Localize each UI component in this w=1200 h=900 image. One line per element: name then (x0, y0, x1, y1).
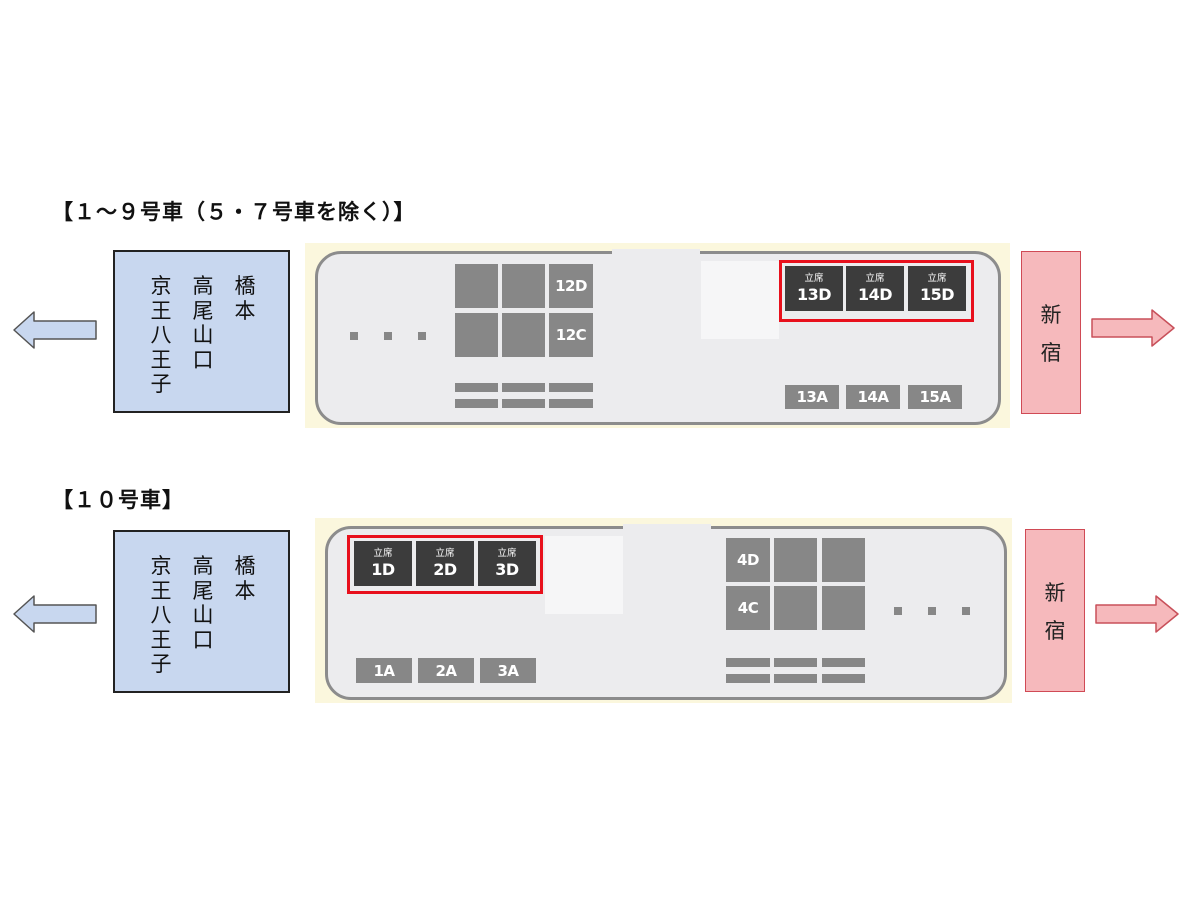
destination-box-shinjuku: 新宿 (1021, 251, 1081, 414)
seat-4c: 4C (726, 586, 770, 630)
seat-bar (549, 383, 593, 392)
seat-block (455, 313, 498, 357)
right-arrow-icon (1095, 595, 1179, 633)
seat-block (455, 264, 498, 308)
seat-12c: 12C (549, 313, 593, 357)
seat-bar (822, 674, 865, 683)
seat-14a: 14A (846, 385, 900, 409)
standing-seats-highlight (779, 260, 974, 322)
seat-block (774, 586, 817, 630)
destination-takaosanguchi: 高尾山口 (192, 274, 214, 372)
seat-2a: 2A (418, 658, 474, 683)
destination-box-hachioji: 京王八王子 高尾山口 橋本 (113, 250, 290, 413)
seat-bar (822, 658, 865, 667)
seat-bar (502, 383, 545, 392)
destination-hashimoto: 橋本 (234, 274, 256, 323)
heading-car-10: 【１０号車】 (52, 488, 184, 512)
destination-box-shinjuku: 新宿 (1025, 529, 1085, 692)
destination-keio-hachioji: 京王八王子 (150, 274, 172, 397)
car-door-gap (623, 524, 711, 534)
ellipsis-dot (418, 332, 426, 340)
car-door-gap (612, 249, 700, 259)
seat-bar (502, 399, 545, 408)
destination-shinjuku: 新宿 (1044, 581, 1066, 643)
ellipsis-dot (350, 332, 358, 340)
left-arrow-icon (13, 595, 97, 633)
ellipsis-dot (928, 607, 936, 615)
seat-bar (455, 383, 498, 392)
seat-3a: 3A (480, 658, 536, 683)
destination-takaosanguchi: 高尾山口 (192, 554, 214, 652)
seat-bar (774, 674, 817, 683)
seat-bar (726, 658, 770, 667)
right-arrow-icon (1091, 309, 1175, 347)
seat-12d: 12D (549, 264, 593, 308)
seat-block (822, 586, 865, 630)
seat-1a: 1A (356, 658, 412, 683)
door-area (701, 261, 779, 339)
ellipsis-dot (962, 607, 970, 615)
seat-block (774, 538, 817, 582)
seat-block (822, 538, 865, 582)
destination-shinjuku: 新宿 (1040, 303, 1062, 365)
seat-13a: 13A (785, 385, 839, 409)
destination-keio-hachioji: 京王八王子 (150, 554, 172, 677)
seat-block (502, 264, 545, 308)
seat-block (502, 313, 545, 357)
seat-15a: 15A (908, 385, 962, 409)
seat-bar (455, 399, 498, 408)
left-arrow-icon (13, 311, 97, 349)
standing-seats-highlight (347, 535, 543, 594)
seat-bar (549, 399, 593, 408)
seat-bar (774, 658, 817, 667)
heading-cars-1-9: 【１～９号車（５・７号車を除く）】 (52, 200, 416, 224)
door-area (545, 536, 623, 614)
seat-4d: 4D (726, 538, 770, 582)
destination-hashimoto: 橋本 (234, 554, 256, 603)
destination-box-hachioji: 京王八王子 高尾山口 橋本 (113, 530, 290, 693)
ellipsis-dot (894, 607, 902, 615)
seat-bar (726, 674, 770, 683)
ellipsis-dot (384, 332, 392, 340)
